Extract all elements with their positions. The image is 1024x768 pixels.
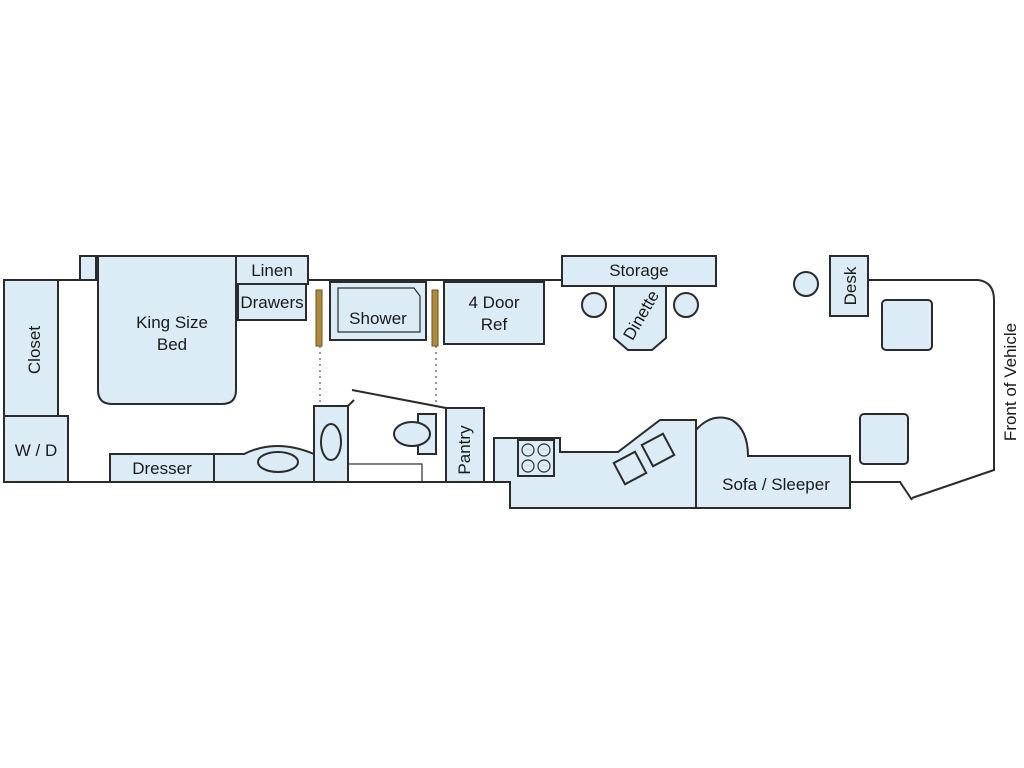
dresser-label: Dresser: [132, 459, 192, 478]
shower-door-right: [431, 289, 439, 347]
exterior-wall-top: [308, 279, 995, 499]
passenger-seat: [881, 299, 933, 351]
shower-door-left: [315, 289, 323, 347]
exterior-wall-bottom: [850, 481, 913, 501]
closet-label: Closet: [25, 326, 44, 374]
pantry-label: Pantry: [455, 425, 474, 475]
refrigerator-label-line1: 4 Door: [468, 293, 519, 312]
shower-pan: [337, 287, 421, 333]
cooktop-burner-3: [521, 459, 535, 473]
driver-seat: [859, 413, 909, 465]
shower-label: Shower: [349, 309, 407, 328]
pantry: [445, 407, 485, 483]
cooktop-burner-4: [537, 459, 551, 473]
nightstand: [79, 255, 97, 281]
dinette-table: [613, 285, 667, 351]
drawers-label: Drawers: [240, 293, 303, 312]
linen-cabinet: [235, 255, 309, 285]
washer-dryer-label: W / D: [15, 441, 58, 460]
linen-label: Linen: [251, 261, 293, 280]
desk: [829, 255, 869, 317]
storage-label: Storage: [609, 261, 669, 280]
shower: [329, 281, 427, 341]
king-size-bed: [97, 255, 237, 405]
kitchen-sink-1: [612, 450, 648, 486]
bed-label-line2: Bed: [157, 335, 187, 354]
dinette-stool-right: [673, 292, 699, 318]
vanity-sink: [257, 451, 299, 473]
front-of-vehicle-label: Front of Vehicle: [1001, 323, 1020, 441]
living-stool: [793, 271, 819, 297]
refrigerator-label-line2: Ref: [481, 315, 508, 334]
cooktop-burner-1: [521, 443, 535, 457]
storage: [561, 255, 717, 287]
washer-dryer: [3, 415, 69, 483]
drawers: [237, 283, 307, 321]
bed-label-line1: King Size: [136, 313, 208, 332]
toilet-bowl: [320, 423, 342, 461]
toilet: [393, 421, 431, 447]
kitchen-sink-2: [640, 432, 676, 468]
closet: [3, 279, 59, 417]
refrigerator: [443, 281, 545, 345]
dinette-stool-left: [581, 292, 607, 318]
desk-label: Desk: [841, 266, 860, 305]
bath-mat: [347, 463, 423, 483]
sofa-sleeper: [695, 416, 851, 509]
cooktop-burner-2: [537, 443, 551, 457]
sofa-label: Sofa / Sleeper: [722, 475, 830, 494]
